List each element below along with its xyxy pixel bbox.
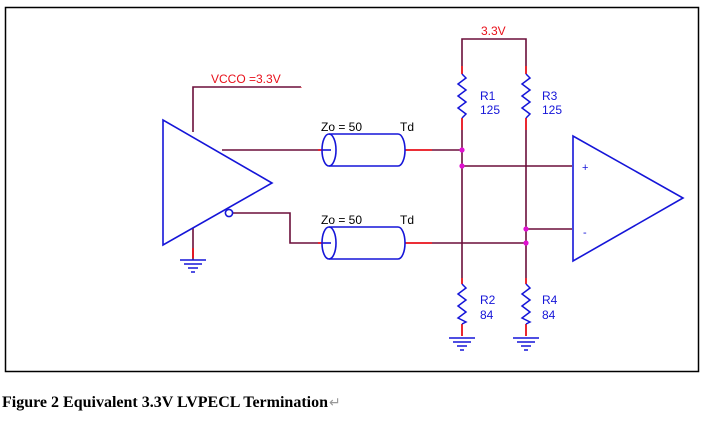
r1-name-label: R1 <box>480 89 496 103</box>
r3-value-label: 125 <box>542 103 562 117</box>
zo-label-top: Zo = 50 <box>321 120 362 134</box>
ground-symbol-r2 <box>449 337 475 351</box>
junction-nodes <box>459 147 529 246</box>
transmission-line-bottom <box>321 226 406 260</box>
resistor-r2 <box>456 283 468 325</box>
wires <box>192 38 572 278</box>
caption-text: Figure 2 Equivalent 3.3V LVPECL Terminat… <box>2 394 328 411</box>
ground-symbol-driver <box>180 259 206 273</box>
figure-caption: Figure 2 Equivalent 3.3V LVPECL Terminat… <box>2 394 341 412</box>
r1-value-label: 125 <box>480 103 500 117</box>
resistor-r4 <box>520 283 532 325</box>
driver-buffer <box>162 118 274 247</box>
zo-label-bottom: Zo = 50 <box>321 213 362 227</box>
vcc-label: 3.3V <box>481 24 506 38</box>
transmission-line-top <box>321 133 406 167</box>
minus-input-label: - <box>583 227 587 239</box>
resistor-r1 <box>456 73 468 119</box>
r2-name-label: R2 <box>480 293 496 307</box>
return-mark: ↵ <box>329 396 341 411</box>
r4-name-label: R4 <box>542 293 558 307</box>
r4-value-label: 84 <box>542 308 556 322</box>
td-label-top: Td <box>400 120 414 134</box>
r3-name-label: R3 <box>542 89 558 103</box>
td-label-bottom: Td <box>400 213 414 227</box>
diagram-frame <box>4 6 700 373</box>
vcco-label: VCCO =3.3V <box>211 72 281 86</box>
r2-value-label: 84 <box>480 308 494 322</box>
plus-input-label: + <box>582 162 588 174</box>
ground-symbol-r4 <box>513 337 539 351</box>
receiver-amplifier <box>572 134 685 263</box>
resistor-r3 <box>520 73 532 119</box>
